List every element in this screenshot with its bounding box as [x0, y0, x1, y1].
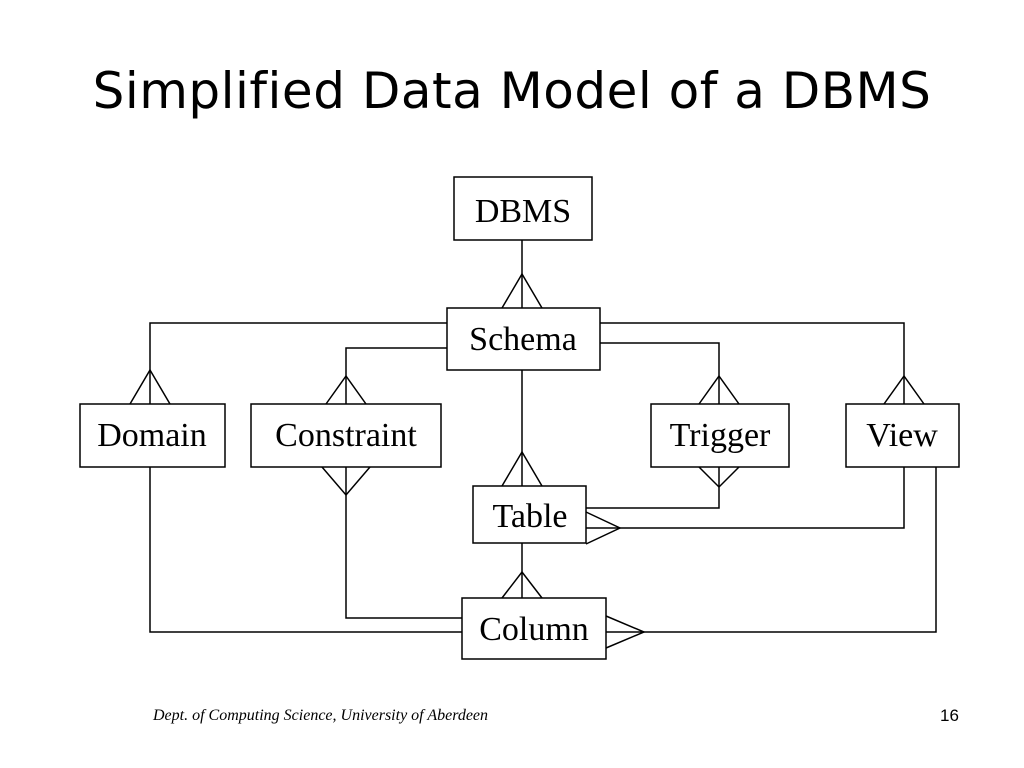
crows-foot-constraint-bottom [321, 466, 371, 497]
crows-foot-view [883, 374, 925, 405]
entity-schema-label: Schema [469, 321, 577, 358]
entity-schema: Schema [446, 307, 601, 371]
slide-footer: Dept. of Computing Science, University o… [153, 707, 489, 724]
crows-foot-trigger-bottom [698, 466, 740, 489]
entity-column-label: Column [479, 611, 589, 648]
entity-column: Column [461, 597, 607, 660]
entity-domain: Domain [79, 403, 226, 468]
edge-constraint-column [345, 467, 462, 619]
edge-trigger-table [586, 467, 720, 509]
entity-trigger-label: Trigger [670, 417, 771, 454]
crows-foot-domain [129, 368, 171, 405]
entity-constraint: Constraint [250, 403, 442, 468]
crows-foot-table-top [501, 450, 543, 487]
crows-foot-trigger-top [698, 374, 740, 405]
edge-schema-view [600, 322, 905, 404]
crows-foot-markers [129, 272, 925, 649]
entity-table: Table [472, 485, 587, 544]
entity-trigger: Trigger [650, 403, 790, 468]
edge-schema-domain [149, 322, 447, 404]
entity-domain-label: Domain [97, 417, 207, 454]
edge-schema-constraint [345, 347, 447, 404]
entity-dbms-label: DBMS [475, 193, 571, 230]
entity-view: View [845, 403, 960, 468]
crows-foot-table-right [585, 511, 622, 545]
entity-table-label: Table [492, 498, 567, 535]
entity-view-label: View [866, 417, 938, 454]
crows-foot-column-top [501, 570, 543, 599]
relationship-lines [149, 240, 937, 633]
page-number: 16 [940, 706, 959, 725]
crows-foot-column-right [605, 615, 646, 649]
crows-foot-constraint-top [325, 374, 367, 405]
edge-domain-column [149, 467, 462, 633]
edge-view-column [606, 467, 937, 633]
slide-title: Simplified Data Model of a DBMS [92, 62, 932, 120]
entity-constraint-label: Constraint [275, 417, 417, 454]
edge-view-table [586, 467, 905, 529]
edge-schema-trigger [600, 342, 720, 404]
entity-dbms: DBMS [453, 176, 593, 241]
crows-foot-schema [501, 272, 543, 309]
